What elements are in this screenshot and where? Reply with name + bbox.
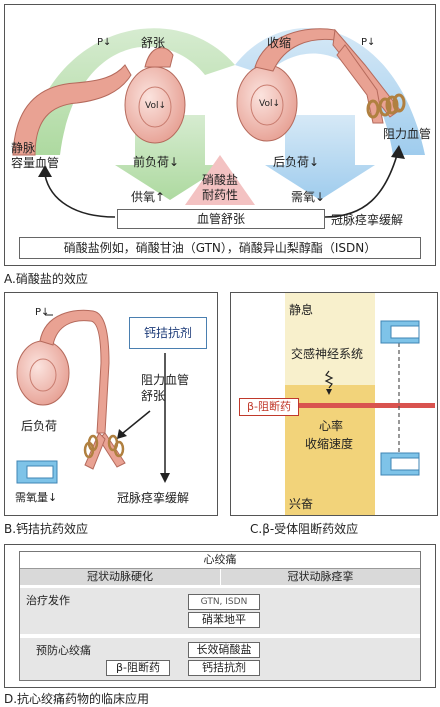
label-c-rest: 静息: [289, 303, 314, 317]
row1-drug2-box: 硝苯地平: [188, 612, 260, 628]
label-b-resistance-2: 舒张: [141, 389, 166, 403]
panel-a-nitrates: P↓ 舒张 Vol↓ 静脉 容量血管 前负荷↓ 供氧↑ 硝酸盐 耐药性 需氧↓ …: [4, 4, 436, 266]
vasodilation-box: 血管舒张: [117, 209, 325, 229]
table-title-row: 心绞痛: [20, 552, 420, 569]
label-spasm-relief: 冠脉痉挛缓解: [331, 213, 404, 227]
row2-drug1-box: 长效硝酸盐: [188, 642, 260, 658]
examples-box: 硝酸盐例如，硝酸甘油（GTN），硝酸异山梨醇酯（ISDN）: [19, 237, 421, 259]
channel-icon-top: [380, 320, 420, 344]
green-flow-arrow: [25, 28, 235, 155]
label-supply: 供氧↑: [131, 190, 166, 204]
panel-b-calcium-antagonists: P↓ 钙拮抗剂 阻力血管 舒张 后负荷 冠脉痉挛缓解 需氧量↓: [4, 292, 218, 516]
caption-a: A.硝酸盐的效应: [4, 272, 88, 286]
label-venous-2: 容量血管: [11, 156, 60, 170]
label-c-contraction-speed: 收缩速度: [305, 437, 354, 451]
label-d-row2-drug1: 长效硝酸盐: [196, 643, 252, 656]
vein-vessel: [12, 64, 132, 156]
label-b-afterload: 后负荷: [21, 419, 58, 433]
label-vasodilation: 血管舒张: [196, 212, 245, 226]
panel-a-illustration: [12, 27, 425, 218]
label-dilation: 舒张: [141, 36, 166, 50]
label-d-row1: 治疗发作: [26, 594, 70, 607]
panel-d-clinical-use: 心绞痛 冠状动脉硬化 冠状动脉痉挛 治疗发作 GTN, ISDN 硝苯地平 预防…: [4, 544, 436, 688]
heart-b: [16, 340, 70, 406]
label-b-resistance-1: 阻力血管: [141, 373, 190, 387]
table-frame: 心绞痛 冠状动脉硬化 冠状动脉痉挛 治疗发作 GTN, ISDN 硝苯地平 预防…: [19, 551, 421, 681]
channel-icon-bottom: [380, 452, 420, 476]
caption-c: C.β-受体阻断药效应: [250, 522, 359, 536]
row2-label2-box: β-阻断药: [106, 660, 170, 676]
label-examples: 硝酸盐例如，硝酸甘油（GTN），硝酸异山梨醇酯（ISDN）: [63, 241, 377, 255]
label-d-row2: 预防心绞痛: [36, 644, 91, 657]
tolerance-triangle: [185, 155, 255, 205]
label-p-right: P↓: [361, 37, 376, 48]
label-venous-1: 静脉: [11, 141, 36, 155]
label-d-col2: 冠状动脉痉挛: [287, 570, 354, 583]
artery-coil: [366, 93, 406, 119]
label-c-heart-rate: 心率: [319, 419, 344, 433]
label-tolerance-2: 耐药性: [202, 188, 239, 202]
label-d-row1-drug1: GTN, ISDN: [200, 597, 248, 607]
label-b-spasm-relief: 冠脉痉挛缓解: [117, 491, 190, 505]
label-d-col1: 冠状动脉硬化: [87, 570, 153, 583]
blocker-bar: [287, 403, 435, 408]
arrow-b-left: [122, 410, 151, 434]
caption-b: B.钙拮抗药效应: [4, 522, 89, 536]
label-c-blocker: β-阻断药: [247, 400, 291, 413]
label-p-left: P↓: [97, 37, 112, 48]
panel-b-illustration: [16, 309, 170, 484]
rest-zone: [285, 293, 375, 385]
caption-d: D.抗心绞痛药物的临床应用: [4, 692, 150, 706]
label-contraction: 收缩: [267, 36, 292, 50]
beta-blocker-box: β-阻断药: [239, 398, 299, 416]
arrow-to-resistance: [324, 154, 398, 218]
label-preload: 前负荷↓: [133, 155, 180, 169]
panel-c-beta-blockers: 静息 交感神经系统 β-阻断药 心率 收缩速度 兴奋: [230, 292, 438, 516]
label-b-oxygen: 需氧量↓: [15, 491, 58, 504]
label-vol-right: Vol↓: [259, 99, 281, 109]
calcium-antagonist-box: 钙拮抗剂: [129, 317, 207, 349]
panel-c-illustration: [287, 320, 435, 476]
label-resistance: 阻力血管: [383, 127, 432, 141]
row1-drug1-box: GTN, ISDN: [188, 594, 260, 610]
arrow-to-vein: [44, 174, 116, 218]
label-d-row1-drug2: 硝苯地平: [202, 613, 246, 626]
label-d-row2-drug2: 钙拮抗剂: [202, 661, 246, 674]
artery-b: [39, 309, 110, 434]
label-demand: 需氧↓: [291, 190, 326, 204]
label-tolerance-1: 硝酸盐: [202, 173, 239, 187]
header-col2: 冠状动脉痉挛: [221, 569, 420, 585]
header-col1: 冠状动脉硬化: [20, 569, 221, 585]
label-d-title: 心绞痛: [203, 553, 237, 566]
coil-b: [83, 434, 125, 459]
squiggle-arrow: [324, 370, 334, 389]
label-c-sympathetic: 交感神经系统: [291, 347, 364, 361]
label-vol-left: Vol↓: [145, 101, 167, 111]
label-afterload: 后负荷↓: [273, 155, 320, 169]
row2-drug2-box: 钙拮抗剂: [188, 660, 260, 676]
blue-down-arrow: [265, 115, 375, 200]
calcium-channel-icon: [16, 460, 58, 484]
label-b-drug: 钙拮抗剂: [143, 326, 192, 340]
label-d-row2-label2: β-阻断药: [116, 661, 160, 674]
blue-flow-arrow: [235, 27, 425, 156]
label-b-p: P↓: [35, 307, 50, 318]
label-c-excited: 兴奋: [289, 497, 314, 511]
